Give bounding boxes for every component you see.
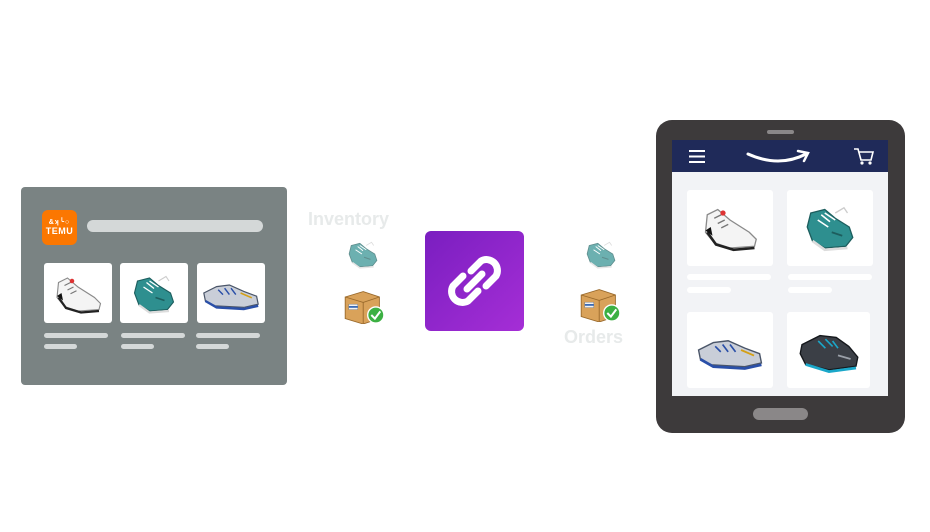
dark-trail-shoe-icon	[798, 334, 860, 374]
tablet-home-button	[753, 408, 808, 420]
sneaker-order-icon	[586, 241, 616, 269]
amazon-header	[672, 140, 888, 172]
temu-title-placeholder	[196, 333, 260, 338]
temu-price-placeholder	[196, 344, 229, 349]
amazon-price-placeholder	[687, 287, 731, 293]
white-sneaker-icon	[703, 207, 758, 252]
temu-price-placeholder	[44, 344, 77, 349]
package-checked-icon	[580, 288, 621, 322]
temu-store-panel: &ʞ╰○ TEMU	[21, 187, 287, 385]
orders-label: Orders	[564, 327, 624, 347]
menu-icon[interactable]	[688, 149, 706, 164]
temu-title-placeholder	[121, 333, 185, 338]
temu-search-bar-placeholder	[87, 220, 263, 232]
package-checked-icon	[344, 290, 385, 324]
temu-logo: &ʞ╰○ TEMU	[42, 210, 77, 245]
amazon-product-card[interactable]	[787, 312, 870, 388]
amazon-product-card[interactable]	[687, 312, 773, 388]
temu-price-placeholder	[121, 344, 154, 349]
grey-blue-running-shoe-icon	[202, 283, 260, 311]
amazon-smile-logo	[746, 149, 810, 163]
temu-title-placeholder	[44, 333, 108, 338]
teal-sneaker-icon	[805, 206, 855, 252]
temu-product-card	[120, 263, 188, 323]
amazon-product-card[interactable]	[787, 190, 873, 266]
temu-product-card	[197, 263, 265, 323]
teal-sneaker-icon	[133, 275, 175, 314]
inventory-label: Inventory	[308, 209, 390, 229]
grey-blue-running-shoe-icon	[697, 339, 763, 370]
tablet-speaker	[767, 130, 794, 134]
amazon-title-placeholder	[788, 274, 872, 280]
white-sneaker-icon	[55, 276, 102, 314]
temu-logo-glyphs: &ʞ╰○	[48, 219, 71, 226]
amazon-price-placeholder	[788, 287, 832, 293]
temu-product-card	[44, 263, 112, 323]
link-icon	[448, 256, 501, 306]
amazon-product-card[interactable]	[687, 190, 773, 266]
sneaker-inventory-icon	[348, 241, 378, 269]
integration-connector	[425, 231, 524, 331]
amazon-store-screen	[672, 140, 888, 396]
temu-logo-text: TEMU	[45, 226, 74, 236]
cart-icon[interactable]	[853, 146, 875, 166]
tablet-device	[656, 120, 905, 433]
amazon-title-placeholder	[687, 274, 771, 280]
